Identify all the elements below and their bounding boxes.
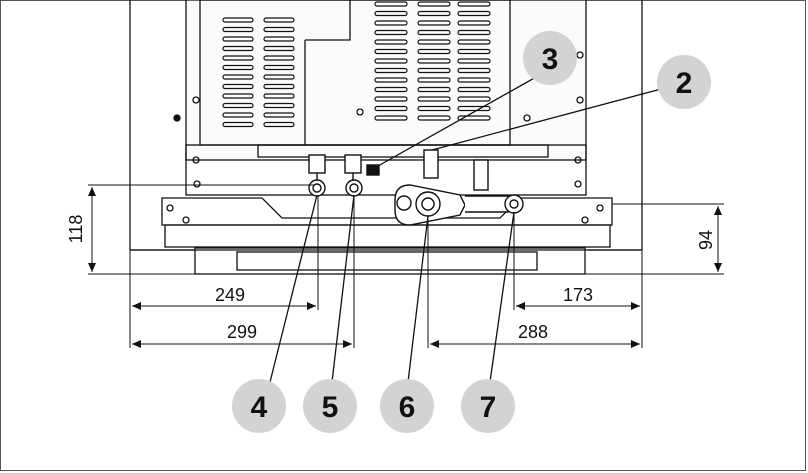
vent-slot <box>222 74 254 80</box>
vent-slot <box>417 10 451 17</box>
vent-slot <box>263 17 295 23</box>
vent-slot <box>417 58 451 64</box>
vent-slot <box>222 93 254 99</box>
callout-number: 5 <box>322 391 339 424</box>
callout-circle <box>461 379 515 433</box>
vent-slot <box>222 55 254 61</box>
callout-circle <box>380 379 434 433</box>
vent-slot <box>457 20 491 26</box>
pipe-connections <box>308 149 524 226</box>
vent-slot <box>374 29 408 36</box>
vent-slot <box>222 36 254 42</box>
callout-number: 6 <box>399 391 416 424</box>
vent-slot <box>374 67 408 74</box>
vent-slot <box>457 29 491 36</box>
vent-slot <box>457 39 491 45</box>
base-frame <box>130 144 642 275</box>
vent-slot <box>222 112 254 118</box>
callout-7: 7 <box>461 379 515 433</box>
callout-5: 5 <box>303 379 357 433</box>
vent-slot <box>417 39 451 45</box>
vent-slot <box>417 77 451 83</box>
vent-slot <box>263 121 295 128</box>
vent-slot <box>457 115 491 121</box>
dim-94-label: 94 <box>696 230 716 250</box>
extension-lines <box>88 184 724 348</box>
vent-slot <box>263 74 295 80</box>
vent-slot <box>417 115 451 121</box>
callout-3: 3 <box>523 31 577 85</box>
vent-slot <box>374 20 408 26</box>
vent-slot <box>263 102 295 109</box>
callout-6: 6 <box>380 379 434 433</box>
callout-number: 4 <box>251 391 268 424</box>
vent-slot <box>457 10 491 17</box>
dim-299-label: 299 <box>227 322 257 342</box>
vent-slot <box>222 17 254 23</box>
vent-slot <box>374 58 408 64</box>
vent-slot <box>374 1 408 7</box>
vent-slot <box>263 64 295 71</box>
vent-slot <box>263 93 295 99</box>
dim-173-label: 173 <box>563 285 593 305</box>
vent-slot <box>263 26 295 33</box>
vent-slot <box>417 67 451 74</box>
vent-slot <box>457 86 491 93</box>
vent-slot <box>222 26 254 33</box>
vent-slot <box>374 77 408 83</box>
vent-slot <box>417 20 451 26</box>
callout-circle <box>657 55 711 109</box>
dimension-lines <box>88 187 722 348</box>
vent-slot <box>417 48 451 55</box>
vent-slot <box>263 45 295 52</box>
vent-slot <box>417 29 451 36</box>
vent-slot <box>457 67 491 74</box>
vent-slot <box>417 105 451 112</box>
callout-leaders <box>269 71 681 383</box>
vent-slot <box>222 64 254 71</box>
dim-118-label: 118 <box>66 215 86 244</box>
vent-slot <box>457 58 491 64</box>
vent-slot <box>457 48 491 55</box>
vent-slot <box>222 121 254 128</box>
vent-slot <box>222 45 254 52</box>
vent-slot <box>263 112 295 118</box>
vent-slot <box>417 96 451 102</box>
vent-slot <box>417 86 451 93</box>
vent-slot <box>374 105 408 112</box>
dim-249-label: 249 <box>215 285 245 305</box>
vent-slot <box>374 86 408 93</box>
callout-number: 3 <box>542 43 559 76</box>
vent-slot <box>222 102 254 109</box>
dim-288-label: 288 <box>518 322 548 342</box>
vent-slot <box>374 115 408 121</box>
ventilation-grille-left <box>222 17 295 128</box>
vent-slot <box>263 55 295 61</box>
vent-slot <box>374 48 408 55</box>
vent-slot <box>374 96 408 102</box>
vent-slot <box>222 83 254 90</box>
vent-slot <box>374 10 408 17</box>
callout-number: 2 <box>676 67 693 100</box>
callout-4: 4 <box>232 379 286 433</box>
callout-circle <box>232 379 286 433</box>
callout-2: 2 <box>657 55 711 109</box>
vent-slot <box>457 105 491 112</box>
vent-slot <box>457 77 491 83</box>
vent-slot <box>457 1 491 7</box>
vent-slot <box>263 36 295 42</box>
vent-slot <box>374 39 408 45</box>
vent-slot <box>263 83 295 90</box>
vent-slot <box>457 96 491 102</box>
ventilation-grille-right <box>374 1 491 121</box>
callout-circle <box>303 379 357 433</box>
callout-circle <box>523 31 577 85</box>
vent-slot <box>417 1 451 7</box>
callout-number: 7 <box>480 391 497 424</box>
